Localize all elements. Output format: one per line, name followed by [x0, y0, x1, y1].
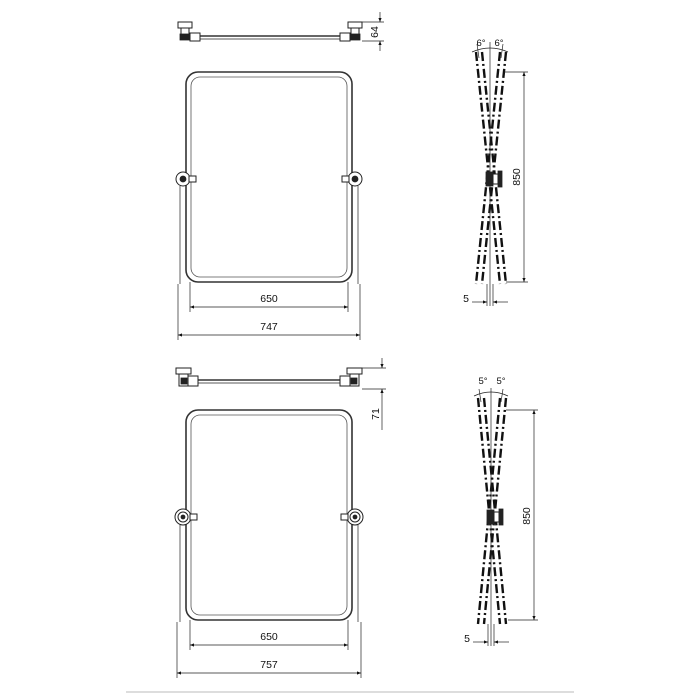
lower-top-view: 71 [175, 358, 386, 430]
lower-depth-label: 71 [370, 408, 382, 420]
upper-depth-label: 64 [369, 26, 381, 38]
lower-width-inner-label: 650 [260, 631, 278, 643]
upper-offset-label: 5 [463, 293, 469, 305]
upper-front-view: 650 747 [175, 71, 363, 340]
upper-height-label: 850 [511, 168, 523, 186]
lower-angle-left-label: 5° [478, 376, 487, 387]
lower-angle-right-label: 5° [496, 376, 505, 387]
upper-width-inner-label: 650 [260, 293, 278, 305]
lower-width-outer-label: 757 [260, 659, 278, 671]
upper-top-view: 64 [177, 12, 384, 51]
upper-angle-right-label: 6° [494, 38, 503, 49]
lower-side-view: 5° 5° 850 5 [464, 376, 538, 646]
lower-height-label: 850 [521, 507, 533, 525]
lower-front-view: 650 757 [174, 409, 364, 678]
upper-angle-left-label: 6° [476, 38, 485, 49]
upper-width-outer-label: 747 [260, 321, 278, 333]
upper-side-view: 6° 6° 850 5 [463, 38, 528, 306]
lower-mirror-drawing: 71 650 [174, 358, 538, 678]
lower-offset-label: 5 [464, 633, 470, 645]
upper-mirror-drawing: 64 650 747 [175, 12, 528, 340]
